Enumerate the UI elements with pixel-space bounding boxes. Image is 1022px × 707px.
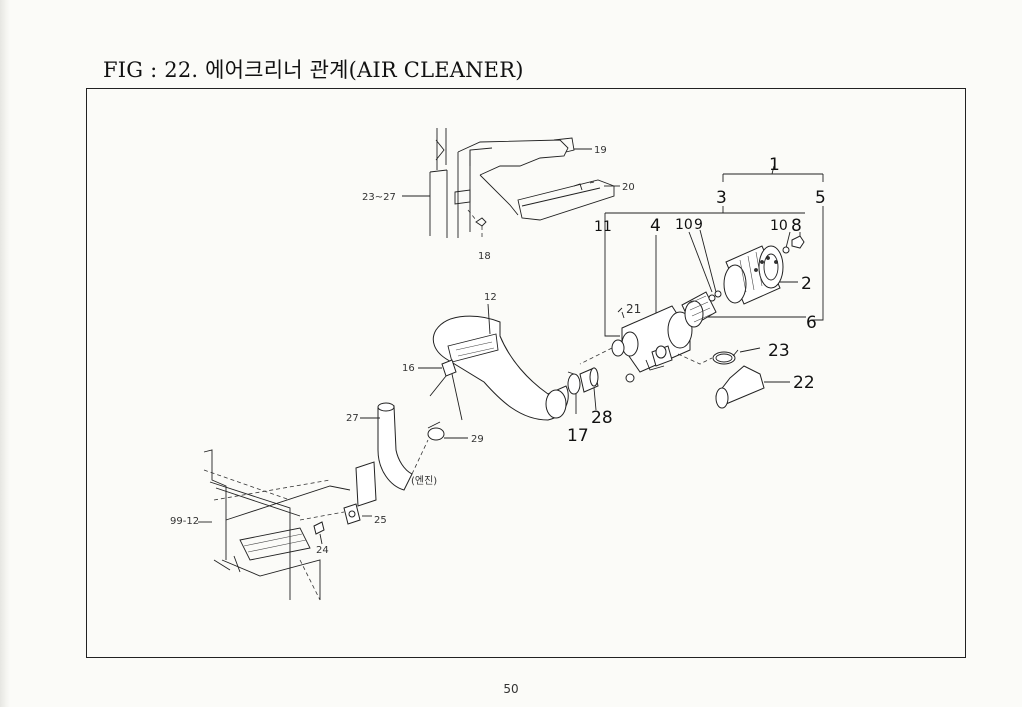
callout-21: 21	[626, 302, 641, 316]
filter-element	[681, 290, 722, 328]
callout-11: 11	[594, 219, 612, 235]
page-number: 50	[503, 682, 519, 696]
callout-12: 12	[484, 292, 497, 303]
callout-1: 1	[769, 155, 780, 175]
clamp-29	[427, 421, 468, 441]
callout-19: 19	[594, 145, 607, 156]
callout-99-12: 99-12	[170, 516, 199, 527]
callout-24: 24	[316, 545, 329, 556]
intake-duct	[432, 303, 569, 421]
wing-nut	[782, 235, 805, 254]
callout-23-27: 23~27	[362, 192, 396, 203]
callout-28: 28	[591, 408, 613, 428]
callout-3: 3	[716, 188, 727, 208]
callout-27: 27	[346, 413, 359, 424]
callout-4: 4	[650, 216, 661, 236]
hose-band	[712, 347, 761, 365]
scan-edge	[0, 0, 10, 707]
diagram-frame	[86, 88, 966, 658]
callout-22: 22	[793, 373, 815, 393]
engine-hose	[360, 402, 429, 491]
callout-6: 6	[806, 313, 817, 333]
mounting-bracket-assembly	[402, 128, 620, 240]
engine-note: (엔진)	[411, 475, 437, 487]
callout-10-right: 10	[770, 218, 788, 234]
callout-23: 23	[768, 341, 790, 361]
callout-20: 20	[622, 182, 635, 193]
callout-25: 25	[374, 515, 387, 526]
callout-2: 2	[801, 274, 812, 294]
air-cleaner-cover	[723, 245, 784, 305]
bracket-25	[299, 461, 377, 525]
callout-9: 9	[694, 217, 703, 233]
callout-16: 16	[402, 363, 415, 374]
callout-17: 17	[567, 426, 589, 446]
callout-10-left: 10	[675, 217, 693, 233]
chassis-frame	[198, 449, 351, 601]
callout-29: 29	[471, 434, 484, 445]
clamp-16	[418, 359, 463, 421]
callout-5: 5	[815, 188, 826, 208]
figure-title: FIG : 22. 에어크리너 관계(AIR CLEANER)	[103, 58, 524, 82]
hose-clamp-connector	[567, 367, 599, 414]
callout-8: 8	[791, 216, 802, 236]
callout-18: 18	[478, 251, 491, 262]
bolt-24	[313, 521, 325, 545]
intake-elbow	[715, 365, 790, 409]
